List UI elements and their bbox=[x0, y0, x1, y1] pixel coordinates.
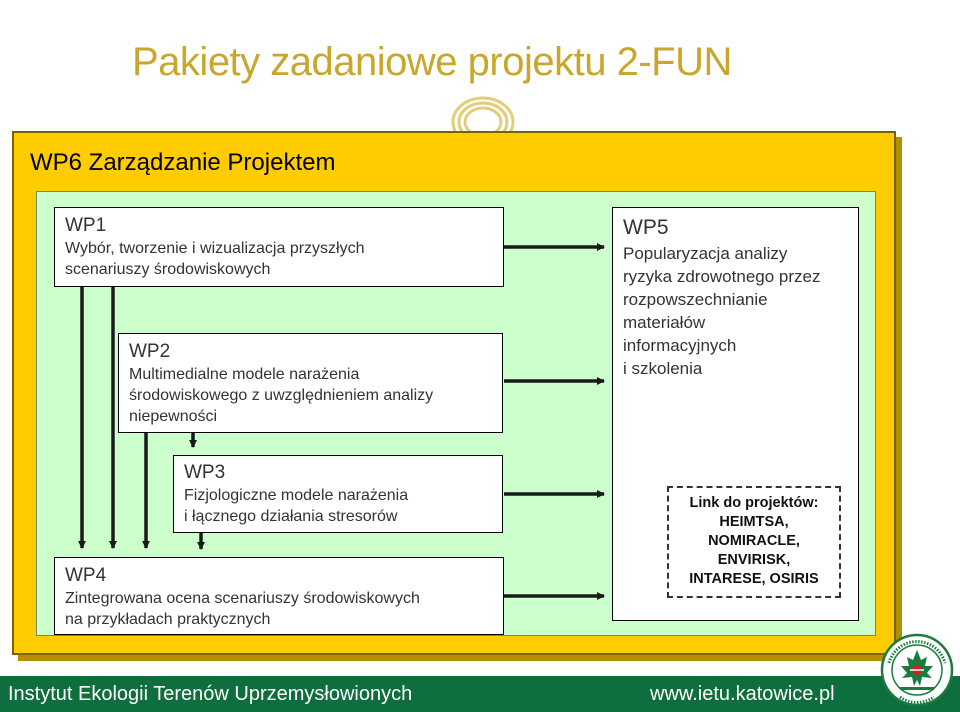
wp5-line: Popularyzacja analizy bbox=[623, 244, 788, 263]
wp2-box: WP2 Multimedialne modele narażenia środo… bbox=[118, 333, 503, 433]
project-links-box: Link do projektów: HEIMTSA, NOMIRACLE, E… bbox=[667, 486, 841, 598]
ietu-logo-icon bbox=[880, 633, 954, 707]
project-link[interactable]: ENVIRISK, bbox=[717, 552, 791, 568]
wp5-code: WP5 bbox=[623, 216, 669, 239]
institute-name: Instytut Ekologii Terenów Uprzemysłowion… bbox=[8, 683, 413, 705]
project-link[interactable]: HEIMTSA, bbox=[719, 514, 789, 530]
wp5-line: materiałów bbox=[623, 313, 706, 332]
links-heading: Link do projektów: bbox=[689, 495, 819, 511]
wp6-label: WP6 Zarządzanie Projektem bbox=[30, 149, 336, 176]
page-title: Pakiety zadaniowe projektu 2-FUN bbox=[132, 40, 732, 84]
wp4-line: Zintegrowana ocena scenariuszy środowisk… bbox=[65, 590, 420, 607]
wp1-code: WP1 bbox=[65, 215, 107, 236]
wp3-line: i łącznego działania stresorów bbox=[184, 508, 398, 525]
footer-bar: Instytut Ekologii Terenów Uprzemysłowion… bbox=[0, 676, 960, 712]
website-link[interactable]: www.ietu.katowice.pl bbox=[650, 683, 835, 705]
wp5-line: rozpowszechnianie bbox=[623, 290, 768, 309]
wp2-line: niepewności bbox=[129, 408, 218, 425]
project-link[interactable]: NOMIRACLE, bbox=[708, 533, 800, 549]
wp4-code: WP4 bbox=[65, 565, 107, 586]
project-link[interactable]: INTARESE, OSIRIS bbox=[689, 571, 819, 587]
wp3-line: Fizjologiczne modele narażenia bbox=[184, 487, 409, 504]
wp3-code: WP3 bbox=[184, 462, 226, 483]
wp1-line: scenariuszy środowiskowych bbox=[65, 261, 271, 278]
wp2-line: środowiskowego z uwzględnieniem analizy bbox=[129, 387, 434, 404]
wp3-box: WP3 Fizjologiczne modele narażenia i łąc… bbox=[173, 455, 503, 533]
wp1-box: WP1 Wybór, tworzenie i wizualizacja przy… bbox=[54, 207, 504, 287]
wp1-line: Wybór, tworzenie i wizualizacja przyszły… bbox=[65, 240, 365, 257]
wp5-line: informacyjnych bbox=[623, 336, 737, 355]
wp2-code: WP2 bbox=[129, 341, 171, 362]
wp4-line: na przykładach praktycznych bbox=[65, 611, 271, 628]
wp5-line: ryzyka zdrowotnego przez bbox=[623, 267, 821, 286]
wp5-line: i szkolenia bbox=[623, 359, 703, 378]
wp2-line: Multimedialne modele narażenia bbox=[129, 366, 360, 383]
wp4-box: WP4 Zintegrowana ocena scenariuszy środo… bbox=[54, 557, 504, 635]
